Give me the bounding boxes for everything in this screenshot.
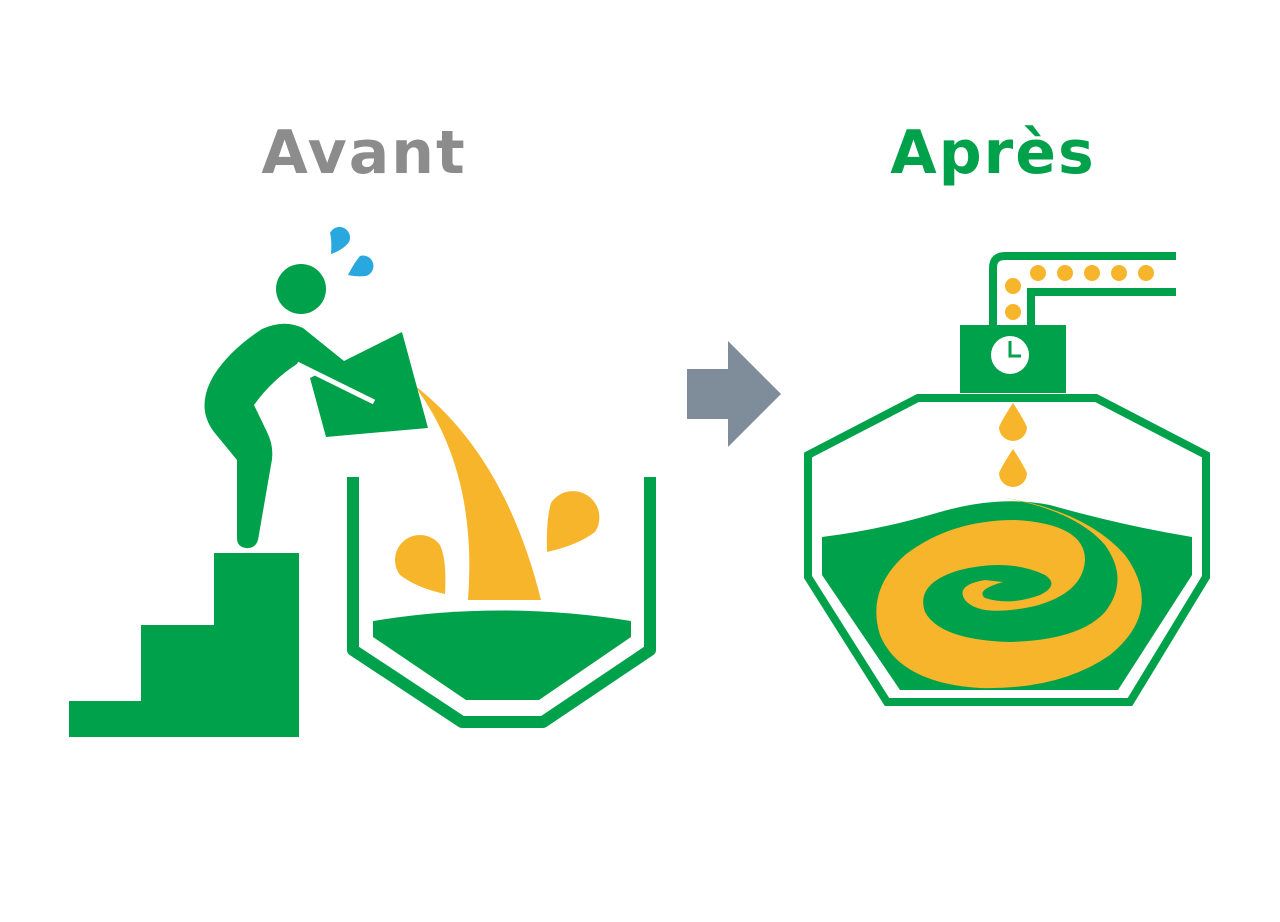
swirl-icon [876, 497, 1142, 689]
before-scene [69, 226, 656, 737]
stairs-icon [69, 553, 299, 737]
clock-icon [991, 336, 1029, 374]
feed-pipe-icon [989, 252, 1176, 326]
drip-drops-icon [999, 403, 1027, 487]
sweat-drops-icon [330, 226, 374, 277]
arrow-right-icon [687, 341, 781, 447]
pouring-stream [414, 385, 541, 600]
before-label: Avant [261, 118, 467, 188]
after-label: Après [890, 118, 1096, 188]
closed-mixing-tank-icon [804, 394, 1210, 706]
tank-liquid [373, 610, 631, 700]
open-tank-icon [347, 477, 656, 728]
pellets-icon [1005, 265, 1154, 320]
after-scene [804, 252, 1210, 706]
person-pouring-icon [204, 264, 384, 549]
splash-drops-icon [395, 491, 600, 594]
